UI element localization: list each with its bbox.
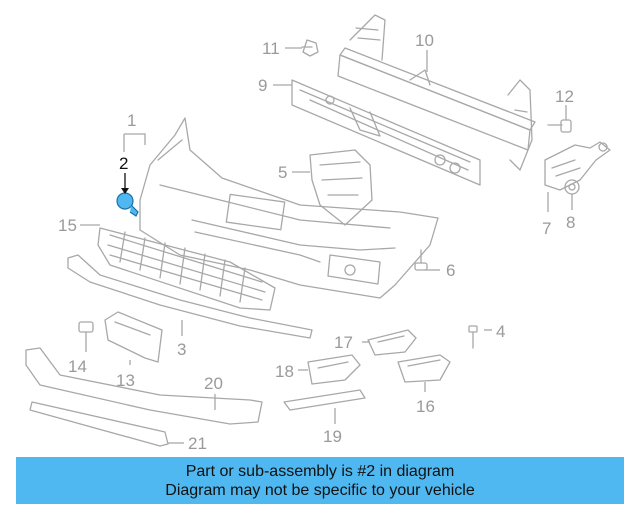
- callout-18: 18: [275, 362, 294, 381]
- callout-15: 15: [58, 216, 77, 235]
- callout-13: 13: [116, 371, 135, 390]
- part-6-bolt: [414, 249, 428, 271]
- part-20-spoiler: [25, 347, 263, 425]
- callout-14: 14: [68, 357, 87, 376]
- callout-19: 19: [323, 427, 342, 446]
- callout-8: 8: [566, 213, 575, 232]
- part-13-plate-bracket: [104, 311, 163, 363]
- info-banner: Part or sub-assembly is #2 in diagram Di…: [16, 457, 624, 504]
- part-19-chrome-strip: [283, 389, 366, 411]
- part-4-bolt: [468, 325, 478, 349]
- callout-3: 3: [177, 340, 186, 359]
- callout-7: 7: [542, 219, 551, 238]
- part-12-bolt: [547, 119, 572, 133]
- part-5-bracket: [309, 149, 373, 226]
- part-7-side-bracket: [544, 141, 611, 191]
- callout-6: 6: [446, 261, 455, 280]
- part-18-fog-trim: [307, 354, 361, 385]
- callout-16: 16: [416, 397, 435, 416]
- callout-2: 2: [119, 154, 128, 173]
- callout-5: 5: [278, 163, 287, 182]
- callout-4: 4: [496, 322, 505, 341]
- part-3-lower-trim: [67, 254, 313, 339]
- part-11-bolt: [301, 39, 319, 57]
- part-2-tow-hook-cover: [116, 192, 139, 217]
- callout-10: 10: [415, 31, 434, 50]
- leader-lines: [80, 47, 573, 444]
- part-14-push-clip: [78, 321, 94, 341]
- part-17-fog-trim: [367, 329, 417, 356]
- banner-line-2: Diagram may not be specific to your vehi…: [165, 481, 475, 499]
- callout-12: 12: [555, 87, 574, 106]
- callout-21: 21: [188, 434, 207, 453]
- callout-9: 9: [258, 76, 267, 95]
- callout-1: 1: [127, 111, 136, 130]
- part-9-energy-absorber: [291, 79, 481, 186]
- part-10-reinforcement-bar: [337, 14, 536, 171]
- callout-11: 11: [262, 39, 280, 58]
- part-21-lower-strip: [29, 401, 169, 447]
- callout-17: 17: [334, 333, 353, 352]
- callout-20: 20: [204, 374, 223, 393]
- part-1-bumper-cover: [139, 117, 439, 299]
- part-16-fog-trim: [397, 354, 451, 383]
- banner-line-1: Part or sub-assembly is #2 in diagram: [185, 462, 455, 480]
- part-15-lower-grille: [97, 227, 276, 311]
